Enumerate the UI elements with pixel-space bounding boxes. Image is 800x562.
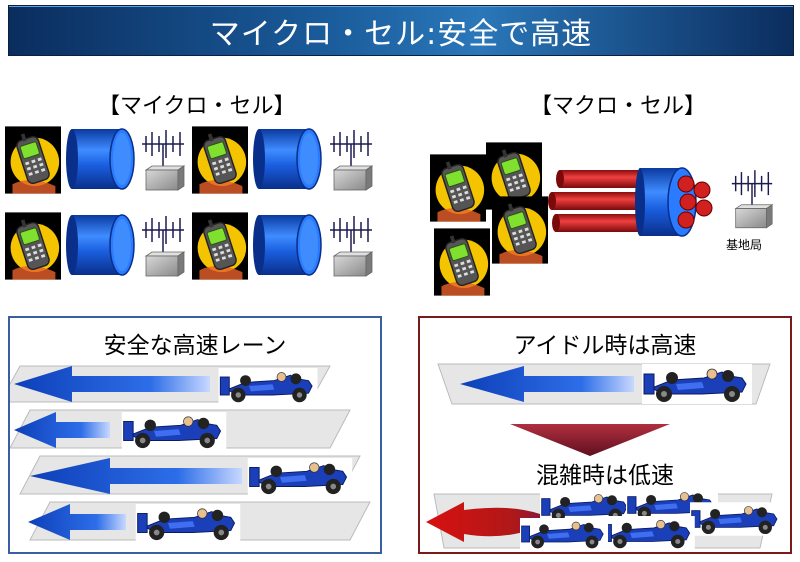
blue-arrow-lane-1 (14, 366, 210, 402)
page-title: マイクロ・セル:安全で高速 (209, 16, 593, 52)
idle-congested-box (418, 316, 792, 554)
blue-arrow-lane-2 (14, 412, 110, 448)
down-arrow (510, 424, 670, 456)
race-car-icon (218, 368, 318, 404)
idle-lane-diagram (437, 363, 771, 405)
cellphone-icon (492, 196, 548, 264)
base-station-icon (731, 169, 773, 229)
base-station-icon (329, 215, 373, 277)
blue-pipe-icon (253, 214, 322, 276)
lane-dashes (10, 405, 366, 499)
blue-arrow-idle (460, 366, 634, 402)
safe-lanes-box (8, 316, 382, 554)
blue-arrow-lane-4 (28, 504, 126, 540)
blue-pipe-icon (66, 214, 135, 276)
red-arrow-congested (426, 502, 570, 542)
micro-cell-label: 【マイクロ・セル】 (98, 94, 296, 119)
base-station-icon (141, 129, 185, 191)
macro-cell-diagram (430, 142, 773, 296)
race-car-icon (642, 364, 752, 404)
base-station-icon (329, 129, 373, 191)
base-station-icon (141, 215, 185, 277)
blue-pipe-icon (66, 128, 135, 190)
micro-cell-diagram (5, 126, 373, 280)
race-car-icon (135, 504, 241, 542)
safe-lanes-title: 安全な高速レーン (103, 333, 287, 359)
red-pipe-bundle-icon (548, 167, 713, 237)
cellphone-icon (434, 228, 490, 296)
title-bar: マイクロ・セル:安全で高速 (8, 5, 794, 56)
race-car-icon (247, 458, 353, 496)
race-car-icon (600, 516, 696, 550)
micro-cell-unit-1 (5, 126, 185, 194)
blue-arrow-lane-3 (30, 458, 242, 494)
race-car-icon (690, 502, 782, 536)
blue-pipe-icon (253, 128, 322, 190)
race-car-icon (519, 518, 609, 550)
cellphone-icon (5, 126, 61, 194)
congested-lane-diagram (426, 488, 782, 550)
cellphone-icon (192, 212, 248, 280)
cellphone-icon (5, 212, 61, 280)
cellphone-icon (192, 126, 248, 194)
micro-cell-unit-2 (192, 126, 373, 194)
macro-cell-label: 【マクロ・セル】 (530, 94, 707, 119)
cellphone-icon (430, 154, 486, 222)
congested-title: 混雑時は低速 (536, 463, 674, 489)
lanes-diagram (10, 365, 371, 542)
base-station-label: 基地局 (726, 238, 763, 252)
race-car-icon (121, 412, 227, 450)
micro-cell-unit-4 (192, 212, 373, 280)
idle-title: アイドル時は高速 (513, 333, 697, 359)
micro-cell-unit-3 (5, 212, 185, 280)
